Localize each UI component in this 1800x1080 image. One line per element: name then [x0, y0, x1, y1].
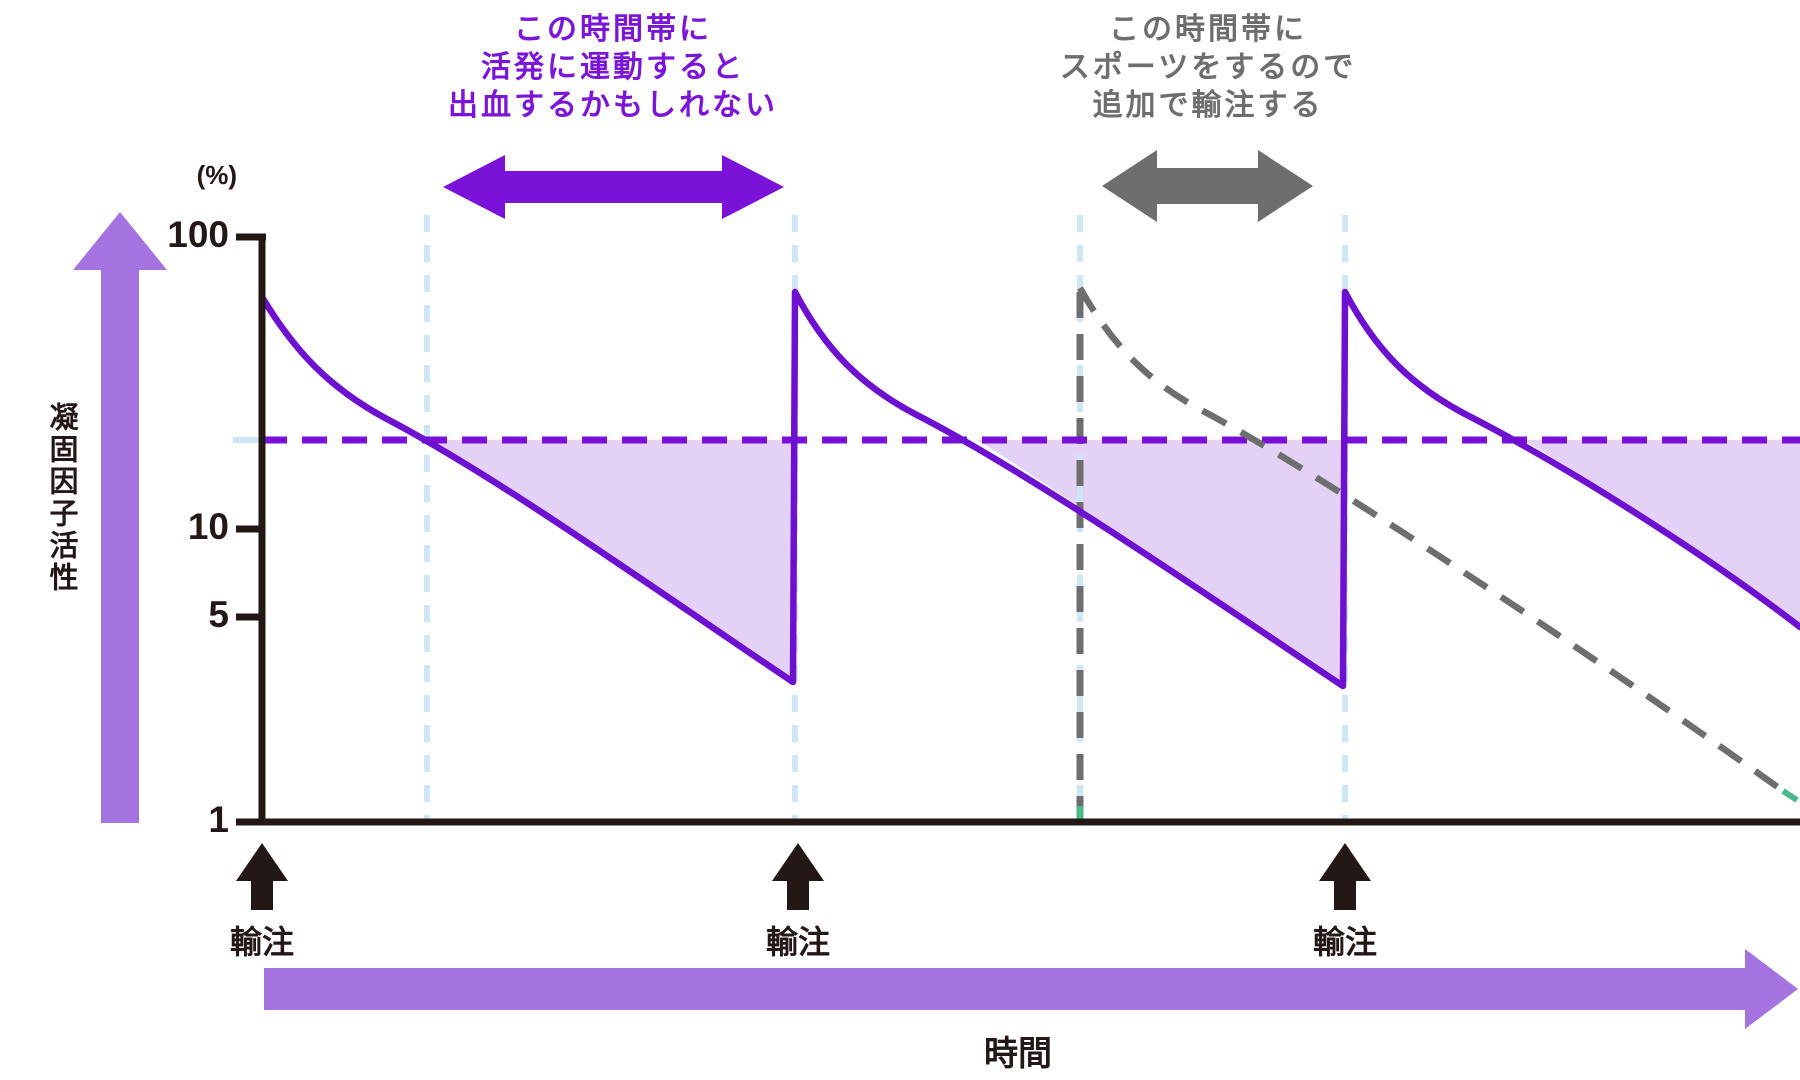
x-axis-title: 時間: [984, 1035, 1052, 1073]
extra-infusion-annotation-line-3: 追加で輸注する: [1092, 89, 1324, 122]
shaded-area-3: [1523, 440, 1800, 627]
infusion-arrow-1: [236, 843, 288, 910]
time-arrow-head: [1745, 949, 1798, 1029]
infusion-label-1: 輸注: [229, 924, 294, 960]
green-dash-fragment-end: [1781, 788, 1799, 803]
infusion-arrow-3: [1319, 843, 1371, 910]
bleeding-risk-annotation-line-2: 活発に運動すると: [481, 51, 745, 84]
bleeding-risk-annotation-line-1: この時間帯に: [514, 13, 712, 46]
time-arrow-shaft: [264, 968, 1747, 1010]
sports-range-arrow: [1102, 150, 1313, 222]
y-axis-direction-arrow: [73, 212, 167, 823]
y-tick-label-5: 5: [208, 594, 229, 635]
bleeding-risk-annotation-line-3: 出血するかもしれない: [448, 89, 778, 122]
shaded-area-2: [977, 440, 1343, 686]
bleeding-risk-range-arrow: [443, 155, 784, 219]
extra-infusion-annotation-line-1: この時間帯に: [1109, 13, 1307, 46]
shaded-area-1: [427, 440, 795, 682]
extra-infusion-annotation-line-2: スポーツをするので: [1059, 51, 1357, 84]
infusion-label-2: 輸注: [765, 924, 830, 960]
infusion-arrow-2: [772, 843, 824, 910]
y-axis-title: 凝固因子活性: [45, 402, 77, 594]
factor-activity-curve: [258, 288, 1800, 690]
y-axis-unit-label: (%): [196, 160, 237, 190]
y-tick-label-100: 100: [167, 214, 229, 255]
y-tick-label-1: 1: [208, 799, 229, 840]
y-tick-label-10: 10: [187, 506, 229, 547]
extra-infusion-decay-curve: [1077, 286, 1788, 796]
infusion-label-3: 輸注: [1312, 924, 1377, 960]
